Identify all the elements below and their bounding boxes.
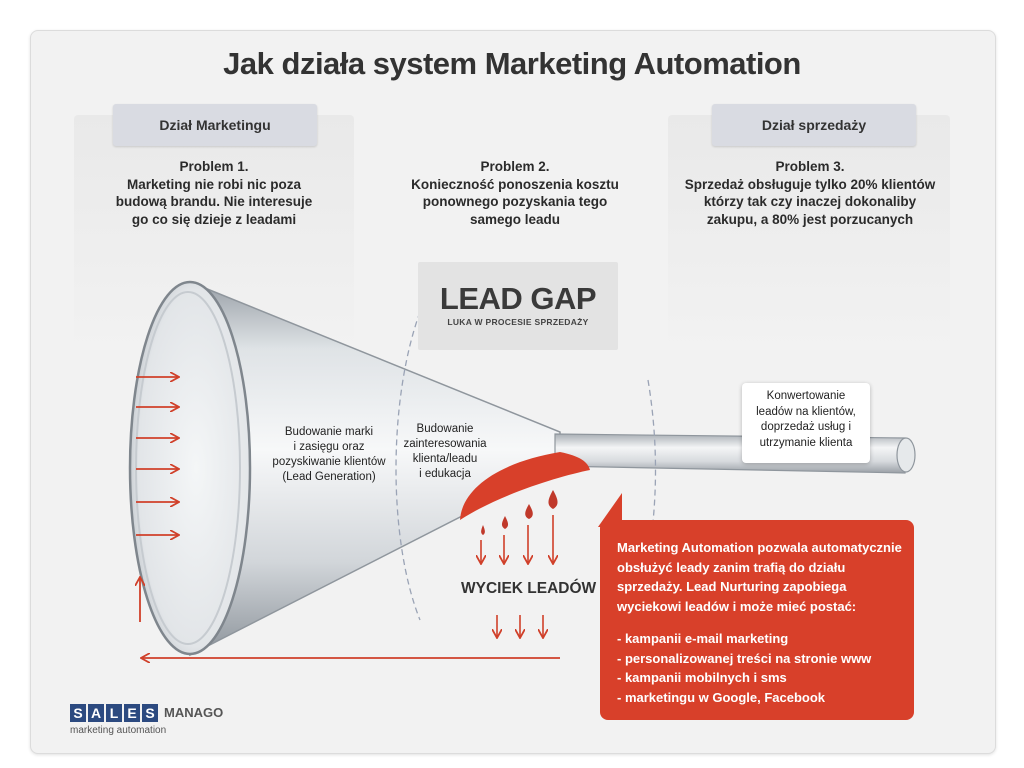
problem-2-line-1: Problem 2. <box>480 159 550 174</box>
stage2-line-2: zainteresowania <box>403 438 487 450</box>
callout-intro-1: Marketing Automation pozwala automatyczn… <box>617 540 902 555</box>
stage2-label: Budowanie zainteresowania klienta/leadu … <box>395 422 495 482</box>
logo-letter-1: S <box>70 704 86 722</box>
conversion-box: Konwertowanie leadów na klientów, doprze… <box>742 383 870 463</box>
problem-2-line-4: samego leadu <box>469 211 561 227</box>
stage3-line-4: utrzymanie klienta <box>759 436 853 449</box>
problem-3-line-1: Problem 3. <box>775 159 845 174</box>
logo-letter-5: S <box>142 704 158 722</box>
problem-1-line-4: go co się dzieje z leadami <box>131 211 297 227</box>
callout-intro-4: wyciekowi leadów i może mieć postać: <box>617 598 857 614</box>
leak-drop-3 <box>525 504 533 519</box>
leak-drop-4 <box>548 490 558 509</box>
stage1-line-1: Budowanie marki <box>284 426 374 438</box>
stage3-line-3: doprzedaż usług i <box>760 421 852 433</box>
problem-2-line-3: ponownego pozyskania tego <box>422 194 608 209</box>
callout-intro-3: sprzedaży. Lead Nurturing zapobiega <box>617 579 847 594</box>
problem-1-line-1: Problem 1. <box>179 159 249 174</box>
funnel-tube-end <box>896 437 916 473</box>
problem-3-line-3: którzy tak czy inaczej dokonaliby <box>703 194 917 209</box>
leak-drop-2 <box>501 516 509 529</box>
stage2-line-4: i edukacja <box>419 468 471 480</box>
leak-label: WYCIEK LEADÓW <box>461 580 597 597</box>
callout-box: Marketing Automation pozwala automatyczn… <box>600 520 914 720</box>
problem-3-line-2: Sprzedaż obsługuje tylko 20% klientów <box>684 176 936 192</box>
sales-panel <box>668 115 950 355</box>
dashed-curve-2 <box>647 379 657 561</box>
leak-drops <box>481 490 558 535</box>
lead-gap-subtitle: LUKA W PROCESIE SPRZEDAŻY <box>447 317 589 327</box>
marketing-tab: Dział Marketingu <box>113 104 317 146</box>
problem-3-line-4: zakupu, a 80% jest porzucanych <box>706 211 914 227</box>
stage1-label: Budowanie marki i zasięgu oraz pozyskiwa… <box>254 425 404 485</box>
stage1-line-2: i zasięgu oraz <box>293 441 365 453</box>
problem-1-line-2: Marketing nie robi nic poza <box>126 176 302 192</box>
stage2-line-3: klienta/leadu <box>412 453 478 465</box>
funnel-mouth <box>128 280 252 656</box>
lead-gap-title: LEAD GAP <box>439 281 597 316</box>
callout-item-3: - kampanii mobilnych i sms <box>617 670 787 685</box>
problem-1: Problem 1. Marketing nie robi nic poza b… <box>94 158 334 228</box>
logo-letter-4: E <box>124 704 140 722</box>
problem-1-line-3: budową brandu. Nie interesuje <box>115 194 313 209</box>
logo-letter-3: L <box>106 704 122 722</box>
lead-gap-box: LEAD GAP LUKA W PROCESIE SPRZEDAŻY <box>418 262 618 350</box>
callout-item-1: - kampanii e-mail marketing <box>617 631 789 646</box>
callout-spacer <box>617 616 914 629</box>
callout-item-4: - marketingu w Google, Facebook <box>617 689 826 705</box>
logo-letter-2: A <box>88 704 104 722</box>
stage1-line-4: (Lead Generation) <box>282 471 376 483</box>
stage2-line-1: Budowanie <box>416 423 474 435</box>
inflow-arrows <box>136 377 178 535</box>
callout-intro-2: obsłużyć leady zanim trafią do działu <box>617 559 846 575</box>
stage3-line-1: Konwertowanie <box>766 390 846 402</box>
problem-2-line-2: Konieczność ponoszenia kosztu <box>411 176 619 192</box>
stage3-line-2: leadów na klientów, <box>756 405 856 418</box>
sales-tab: Dział sprzedaży <box>712 104 916 146</box>
problem-3: Problem 3. Sprzedaż obsługuje tylko 20% … <box>670 158 950 228</box>
callout-item-2: - personalizowanej treści na stronie www <box>617 650 872 666</box>
leak-drop-1 <box>481 525 485 535</box>
page-title: Jak działa system Marketing Automation <box>223 46 801 81</box>
leak-arrows <box>481 515 553 637</box>
leak-wedge <box>460 452 590 520</box>
stage1-line-3: pozyskiwanie klientów <box>272 456 386 468</box>
problem-2: Problem 2. Konieczność ponoszenia kosztu… <box>390 158 640 228</box>
logo-brand: MANAGO <box>164 705 224 720</box>
logo-tagline: marketing automation <box>70 725 167 736</box>
